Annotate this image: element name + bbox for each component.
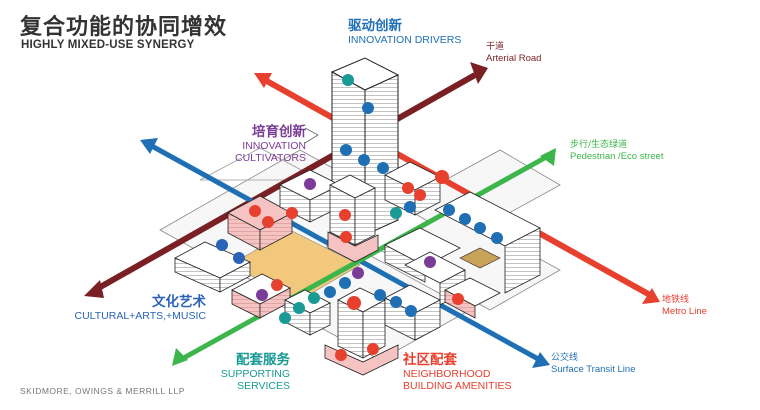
metro-arrowhead-nw: [254, 73, 272, 88]
shop-icon: [262, 216, 274, 228]
cart-icon: [340, 231, 352, 243]
label-en: CULTURAL+ARTS,+MUSIC: [74, 310, 206, 322]
thumbs-up-icon: [405, 305, 417, 317]
brain-icon: [339, 277, 351, 289]
train-icon: [435, 170, 449, 184]
route-en: Surface Transit Line: [551, 364, 636, 375]
cart-icon: [402, 182, 414, 194]
monitor-icon: [377, 162, 389, 174]
route-zh: 干道: [486, 42, 505, 52]
label-arterial-road: 干道 Arterial Road: [486, 42, 541, 64]
music-icon: [216, 239, 228, 251]
label-surface-transit-line: 公交线 Surface Transit Line: [551, 353, 636, 375]
brain-icon: [362, 102, 374, 114]
metro-arrowhead-se: [642, 288, 660, 304]
label-en: NEIGHBORHOOD: [403, 368, 491, 380]
label-zh: 培育创新: [252, 124, 306, 140]
metro-line-line: [263, 77, 652, 298]
network-icon: [390, 296, 402, 308]
title-en: HIGHLY MIXED-USE SYNERGY: [21, 39, 195, 51]
route-en: Pedestrian /Eco street: [570, 151, 664, 162]
thumbs-up-icon: [340, 144, 352, 156]
label-cultural-arts-music: 文化艺术 CULTURAL+ARTS,+MUSIC: [70, 294, 206, 322]
network-icon: [358, 154, 370, 166]
label-en: BUILDING AMENITIES: [403, 380, 512, 392]
label-zh: 配套服务: [236, 352, 290, 368]
transit-arrowhead-se: [532, 352, 550, 368]
coin-icon: [308, 292, 320, 304]
route-en: Arterial Road: [486, 53, 542, 64]
transit-arrowhead-nw: [140, 138, 158, 154]
building-icon: [424, 256, 436, 268]
label-en: SUPPORTING: [220, 368, 290, 380]
shop-icon: [347, 296, 361, 310]
pedestrian-line: [178, 152, 552, 363]
tools-icon: [293, 302, 305, 314]
footer-credit: SKIDMORE, OWINGS & MERRILL LLP: [20, 386, 185, 396]
label-metro-line: 地铁线 Metro Line: [662, 295, 707, 317]
label-zh: 驱动创新: [348, 18, 402, 34]
shop-icon: [286, 207, 298, 219]
trophy-icon: [352, 267, 364, 279]
brain-icon: [443, 204, 455, 216]
shop-icon: [339, 209, 351, 221]
label-pedestrian-eco-street: 步行/生态绿道 Pedestrian /Eco street: [570, 140, 663, 162]
title-zh: 复合功能的协同增效: [20, 15, 228, 40]
leader-lines: [304, 127, 319, 144]
building-bottom-right: [384, 284, 441, 341]
cart-icon: [452, 293, 464, 305]
theater-icon: [233, 252, 245, 264]
label-zh: 社区配套: [403, 352, 457, 368]
brain-icon: [404, 201, 416, 213]
building-center-mid: [327, 174, 379, 263]
lightbulb-icon: [304, 178, 316, 190]
arterial-road-arrowhead-sw: [84, 280, 104, 298]
car-icon: [367, 343, 379, 355]
label-zh: 文化艺术: [152, 294, 206, 310]
thumbs-up-icon: [491, 232, 503, 244]
pedestrian-arrowhead-ne: [540, 148, 556, 166]
network-icon: [474, 222, 486, 234]
cart-icon: [271, 279, 283, 291]
building-courtyard-right: [384, 191, 541, 319]
shop-icon: [414, 189, 426, 201]
label-innovation-drivers: 驱动创新 INNOVATION DRIVERS: [348, 18, 461, 46]
route-zh: 公交线: [551, 353, 579, 363]
label-en: INNOVATION CULTIVATORS: [235, 140, 306, 164]
route-en: Metro Line: [662, 306, 707, 317]
route-zh: 地铁线: [662, 295, 690, 305]
monitor-icon: [374, 289, 386, 301]
route-zh: 步行/生态绿道: [570, 140, 628, 150]
function-icons: [216, 74, 503, 361]
label-supporting-services: 配套服务 SUPPORTING SERVICES: [200, 352, 290, 392]
handshake-icon: [279, 312, 291, 324]
arterial-road-arrowhead-ne: [470, 62, 488, 84]
label-innovation-cultivators: 培育创新 INNOVATION CULTIVATORS: [170, 124, 306, 164]
label-neighborhood-amenities: 社区配套 NEIGHBORHOOD BUILDING AMENITIES: [403, 352, 512, 392]
shop-icon: [249, 205, 261, 217]
shop-icon: [335, 349, 347, 361]
brain-icon: [324, 286, 336, 298]
label-en: SERVICES: [237, 380, 290, 392]
label-en: INNOVATION DRIVERS: [348, 34, 462, 46]
coin-icon: [390, 207, 402, 219]
network-icon: [459, 213, 471, 225]
pedestrian-arrowhead-sw: [172, 348, 188, 366]
money-icon: [342, 74, 354, 86]
route-arteries: [84, 62, 660, 368]
trophy-icon: [256, 289, 268, 301]
